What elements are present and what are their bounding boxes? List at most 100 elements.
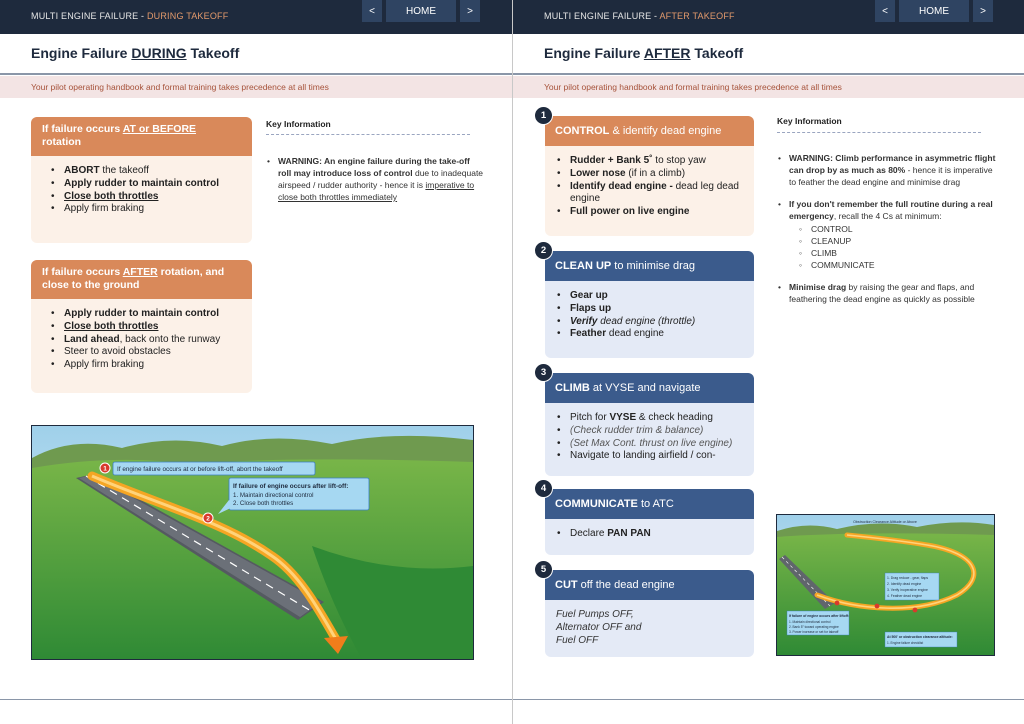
divider	[0, 73, 512, 75]
step-number-badge: 3	[534, 363, 553, 382]
key-info-title: Key Information	[777, 116, 842, 126]
step-number-badge: 4	[534, 479, 553, 498]
list-item: Apply firm braking	[51, 203, 244, 216]
divider	[513, 73, 1024, 75]
takeoff-illustration-graphic: 1 If engine failure occurs at or before …	[32, 426, 473, 659]
card-heading: If failure occurs AFTER rotation, and cl…	[31, 260, 252, 299]
illo-box-line: 2. Identify dead engine	[887, 582, 921, 586]
list-item: If you don't remember the full routine d…	[777, 198, 999, 271]
disclaimer-banner: Your pilot operating handbook and formal…	[0, 76, 512, 98]
list-item: Declare PAN PAN	[557, 528, 746, 541]
home-button[interactable]: HOME	[899, 0, 969, 22]
step-card-clean-up: 2 CLEAN UP to minimise drag Gear up Flap…	[534, 241, 754, 358]
list-item: Apply firm braking	[51, 359, 244, 372]
list-item: Rudder + Bank 5˚ to stop yaw	[557, 155, 746, 168]
list-item: Minimise drag by raising the gear and fl…	[777, 281, 999, 305]
list-item: Identify dead engine - dead leg dead eng…	[557, 181, 746, 207]
body-line: Fuel Pumps OFF,	[556, 609, 634, 620]
footer-divider	[513, 699, 1024, 700]
prev-button[interactable]: <	[875, 0, 895, 22]
list-item: Close both throttles	[51, 191, 244, 204]
callout-number: 1	[103, 466, 107, 473]
takeoff-illustration: 1 If engine failure occurs at or before …	[31, 425, 474, 660]
list-item: COMMUNICATE	[797, 259, 999, 271]
step-heading: CONTROL & identify dead engine	[545, 116, 754, 146]
top-bar: MULTI ENGINE FAILURE - DURING TAKEOFF < …	[0, 0, 512, 34]
list-item: Apply rudder to maintain control	[51, 308, 244, 321]
left-page: MULTI ENGINE FAILURE - DURING TAKEOFF < …	[0, 0, 512, 724]
checklist: Rudder + Bank 5˚ to stop yaw Lower nose …	[545, 146, 754, 226]
list-item: Land ahead, back onto the runway	[51, 334, 244, 347]
key-info-divider	[777, 132, 981, 133]
illo-box-line: 1. Drag reduce - gear, flaps	[887, 576, 928, 580]
list-item: Close both throttles	[51, 321, 244, 334]
card-after-rotation: If failure occurs AFTER rotation, and cl…	[31, 260, 252, 393]
illo-title: Obstruction Clearance Altitude or Above	[853, 520, 917, 524]
step-card-cut: 5 CUT off the dead engine Fuel Pumps OFF…	[534, 560, 754, 657]
next-button[interactable]: >	[973, 0, 993, 22]
top-bar: MULTI ENGINE FAILURE - AFTER TAKEOFF < H…	[513, 0, 1024, 34]
list-item: Gear up	[557, 290, 746, 303]
list-item: Full power on live engine	[557, 206, 746, 219]
checklist: Pitch for VYSE & check heading (Check ru…	[545, 403, 754, 470]
body-line: Fuel OFF	[556, 634, 599, 646]
list-item: WARNING: An engine failure during the ta…	[266, 155, 484, 203]
list-item: CLIMB	[797, 247, 999, 259]
page-title: Engine Failure DURING Takeoff	[31, 45, 240, 61]
step-heading: CLIMB at VYSE and navigate	[545, 373, 754, 403]
step-number-badge: 2	[534, 241, 553, 260]
climb-illustration-graphic: Obstruction Clearance Altitude or Above …	[777, 515, 994, 655]
list-item: Pitch for VYSE & check heading	[557, 412, 746, 425]
illo-callout-abort: If engine failure occurs at or before li…	[117, 466, 283, 473]
illo-box-line: 3. Power increase or set for takeoff	[789, 630, 838, 634]
step-number-badge: 1	[534, 106, 553, 125]
home-button[interactable]: HOME	[386, 0, 456, 22]
illo-callout-after-line: 2. Close both throttles	[233, 500, 293, 507]
callout-number: 2	[206, 516, 210, 523]
step-card-communicate: 4 COMMUNICATE to ATC Declare PAN PAN	[534, 479, 754, 555]
step-heading: COMMUNICATE to ATC	[545, 489, 754, 519]
disclaimer-banner: Your pilot operating handbook and formal…	[513, 76, 1024, 98]
list-item: (Check rudder trim & balance)	[557, 425, 746, 438]
list-item: Feather dead engine	[557, 328, 746, 341]
four-cs-list: CONTROL CLEANUP CLIMB COMMUNICATE	[789, 223, 999, 271]
step-body: Fuel Pumps OFF, Alternator OFF and Fuel …	[545, 600, 754, 654]
illo-box-line: 1. Maintain directional control	[789, 620, 831, 624]
illo-box-line: 4. Feather dead engine	[887, 594, 922, 598]
list-item: Verify dead engine (throttle)	[557, 316, 746, 329]
list-item: (Set Max Cont. thrust on live engine)	[557, 438, 746, 451]
illo-box-line: 3. Verify inoperative engine	[887, 588, 928, 592]
list-item: Flaps up	[557, 303, 746, 316]
step-number-badge: 5	[534, 560, 553, 579]
checklist: Declare PAN PAN	[545, 519, 754, 548]
prev-button[interactable]: <	[362, 0, 382, 22]
body-line: Alternator OFF and	[556, 621, 642, 633]
illo-callout-after-title: If failure of engine occurs after lift-o…	[233, 483, 348, 490]
next-button[interactable]: >	[460, 0, 480, 22]
footer-divider	[0, 699, 512, 700]
key-info-text: WARNING: An engine failure during the ta…	[266, 155, 484, 213]
list-item: Navigate to landing airfield / con-	[557, 450, 746, 463]
checklist: ABORT the takeoff Apply rudder to mainta…	[31, 156, 252, 224]
right-page: MULTI ENGINE FAILURE - AFTER TAKEOFF < H…	[512, 0, 1024, 724]
key-info-divider	[266, 134, 470, 135]
list-item: Steer to avoid obstacles	[51, 346, 244, 359]
illo-callout-after-line: 1. Maintain directional control	[233, 492, 313, 499]
step-card-control: 1 CONTROL & identify dead engine Rudder …	[534, 106, 754, 236]
list-item: WARNING: Climb performance in asymmetric…	[777, 152, 999, 188]
section-title: MULTI ENGINE FAILURE - AFTER TAKEOFF	[544, 11, 735, 21]
key-info-text: WARNING: Climb performance in asymmetric…	[777, 152, 999, 315]
checklist: Gear up Flaps up Verify dead engine (thr…	[545, 281, 754, 348]
list-item: CLEANUP	[797, 235, 999, 247]
key-info-title: Key Information	[266, 119, 331, 129]
list-item: Apply rudder to maintain control	[51, 178, 244, 191]
checklist: Apply rudder to maintain control Close b…	[31, 299, 252, 380]
page-title: Engine Failure AFTER Takeoff	[544, 45, 744, 61]
climb-illustration: Obstruction Clearance Altitude or Above …	[776, 514, 995, 656]
step-heading: CLEAN UP to minimise drag	[545, 251, 754, 281]
step-heading: CUT off the dead engine	[545, 570, 754, 600]
illo-box-line: 2. Bank 5° toward operating engine	[789, 625, 839, 629]
list-item: ABORT the takeoff	[51, 165, 244, 178]
